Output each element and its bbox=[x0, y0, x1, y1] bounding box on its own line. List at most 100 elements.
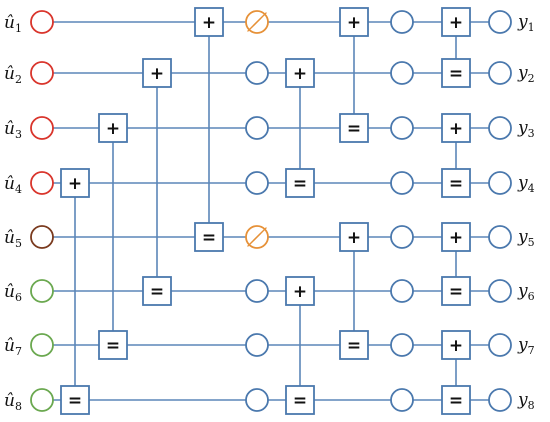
input-label-4: û4 bbox=[4, 174, 22, 196]
output-label-1: y1 bbox=[517, 12, 535, 34]
stage2-node-3 bbox=[390, 116, 414, 140]
stage3-xor-box-1-frame bbox=[441, 7, 471, 37]
stage3-equal-box-6: = bbox=[441, 276, 471, 306]
input-node-5 bbox=[30, 225, 54, 249]
output-node-1 bbox=[488, 10, 512, 34]
input-label-8: û8 bbox=[4, 391, 22, 413]
stage1-equal-box-7: = bbox=[98, 330, 128, 360]
stage1-node-4 bbox=[245, 171, 269, 195]
stage3-equal-box-8-frame bbox=[441, 385, 471, 415]
stage3-equal-box-4-symbol: = bbox=[449, 174, 463, 194]
stage2-equal-box-7-symbol: = bbox=[347, 336, 361, 356]
input-node-2 bbox=[30, 61, 54, 85]
stage2-equal-box-4: = bbox=[285, 168, 315, 198]
stage1-xor-box-3: + bbox=[98, 113, 128, 143]
stage3-equal-box-4-frame bbox=[441, 168, 471, 198]
input-label-1: û1 bbox=[4, 13, 22, 35]
output-label-8: y8 bbox=[517, 390, 535, 412]
output-node-2 bbox=[488, 61, 512, 85]
stage2-node-4 bbox=[390, 171, 414, 195]
stage1-xor-box-4: + bbox=[60, 168, 90, 198]
hatch-line bbox=[253, 12, 267, 26]
stage1-equal-box-7-frame bbox=[98, 330, 128, 360]
stage3-equal-box-2: = bbox=[441, 58, 471, 88]
output-label-3: y3 bbox=[517, 118, 535, 140]
output-label-6: y6 bbox=[517, 281, 535, 303]
stage2-xor-box-1-frame bbox=[339, 7, 369, 37]
stage1-node-3 bbox=[245, 116, 269, 140]
stage2-equal-box-3-frame bbox=[339, 113, 369, 143]
stage2-equal-box-4-symbol: = bbox=[293, 174, 307, 194]
stage3-xor-box-1: + bbox=[441, 7, 471, 37]
input-label-3: û3 bbox=[4, 119, 22, 141]
stage2-node-8 bbox=[390, 388, 414, 412]
stage2-xor-box-6-frame bbox=[285, 276, 315, 306]
stage2-xor-box-2: + bbox=[285, 58, 315, 88]
hatch-pattern-5 bbox=[247, 227, 267, 247]
stage2-xor-box-1: + bbox=[339, 7, 369, 37]
stage1-node-6 bbox=[245, 279, 269, 303]
stage1-node-2 bbox=[245, 61, 269, 85]
stage1-xor-box-3-frame bbox=[98, 113, 128, 143]
stage1-xor-box-1-frame bbox=[194, 7, 224, 37]
stage1-xor-box-1-symbol: + bbox=[202, 13, 216, 33]
stage1-equal-box-6-frame bbox=[142, 276, 172, 306]
stage2-equal-box-3: = bbox=[339, 113, 369, 143]
input-node-3 bbox=[30, 116, 54, 140]
stage3-xor-box-1-symbol: + bbox=[449, 13, 463, 33]
stage2-node-1 bbox=[390, 10, 414, 34]
vertical-links bbox=[74, 22, 457, 400]
input-node-6 bbox=[30, 279, 54, 303]
output-label-4: y4 bbox=[517, 173, 535, 195]
stage1-equal-box-5: = bbox=[194, 222, 224, 252]
stage1-xor-box-2-symbol: + bbox=[150, 64, 164, 84]
hatch-pattern-1 bbox=[247, 12, 267, 32]
stage2-equal-box-8-frame bbox=[285, 385, 315, 415]
stage3-xor-box-5-frame bbox=[441, 222, 471, 252]
input-node-8 bbox=[30, 388, 54, 412]
stage1-node-7 bbox=[245, 333, 269, 357]
stage1-xor-box-2: + bbox=[142, 58, 172, 88]
stage1-equal-box-8-frame bbox=[60, 385, 90, 415]
input-label-2: û2 bbox=[4, 64, 22, 86]
stage2-node-6 bbox=[390, 279, 414, 303]
stage1-equal-box-8-symbol: = bbox=[68, 391, 82, 411]
stage2-equal-box-7-frame bbox=[339, 330, 369, 360]
stage3-equal-box-2-symbol: = bbox=[449, 64, 463, 84]
stage2-equal-box-3-symbol: = bbox=[347, 119, 361, 139]
hatch-line bbox=[253, 227, 267, 241]
output-label-7: y7 bbox=[517, 335, 535, 357]
input-label-6: û6 bbox=[4, 282, 22, 304]
stage2-equal-box-7: = bbox=[339, 330, 369, 360]
stage2-xor-box-6: + bbox=[285, 276, 315, 306]
output-label-5: y5 bbox=[517, 227, 535, 249]
stage2-node-7 bbox=[390, 333, 414, 357]
stage2-xor-box-1-symbol: + bbox=[347, 13, 361, 33]
stage1-node-8 bbox=[245, 388, 269, 412]
stage2-xor-box-5-frame bbox=[339, 222, 369, 252]
stage1-equal-box-5-symbol: = bbox=[202, 228, 216, 248]
stage2-xor-box-5: + bbox=[339, 222, 369, 252]
input-node-7 bbox=[30, 333, 54, 357]
output-node-4 bbox=[488, 171, 512, 195]
output-node-3 bbox=[488, 116, 512, 140]
stage3-xor-box-7-symbol: + bbox=[449, 336, 463, 356]
stage3-equal-box-8-symbol: = bbox=[449, 391, 463, 411]
stage3-xor-box-5-symbol: + bbox=[449, 228, 463, 248]
output-node-8 bbox=[488, 388, 512, 412]
stage2-equal-box-4-frame bbox=[285, 168, 315, 198]
stage3-equal-box-4: = bbox=[441, 168, 471, 198]
stage2-node-2 bbox=[390, 61, 414, 85]
input-node-1 bbox=[30, 10, 54, 34]
stage3-equal-box-6-frame bbox=[441, 276, 471, 306]
stage3-xor-box-7-frame bbox=[441, 330, 471, 360]
stage2-xor-box-2-frame bbox=[285, 58, 315, 88]
stage2-node-5 bbox=[390, 225, 414, 249]
output-label-2: y2 bbox=[517, 63, 535, 85]
stage1-xor-box-4-frame bbox=[60, 168, 90, 198]
stage3-xor-box-7: + bbox=[441, 330, 471, 360]
output-node-7 bbox=[488, 333, 512, 357]
input-node-4 bbox=[30, 171, 54, 195]
